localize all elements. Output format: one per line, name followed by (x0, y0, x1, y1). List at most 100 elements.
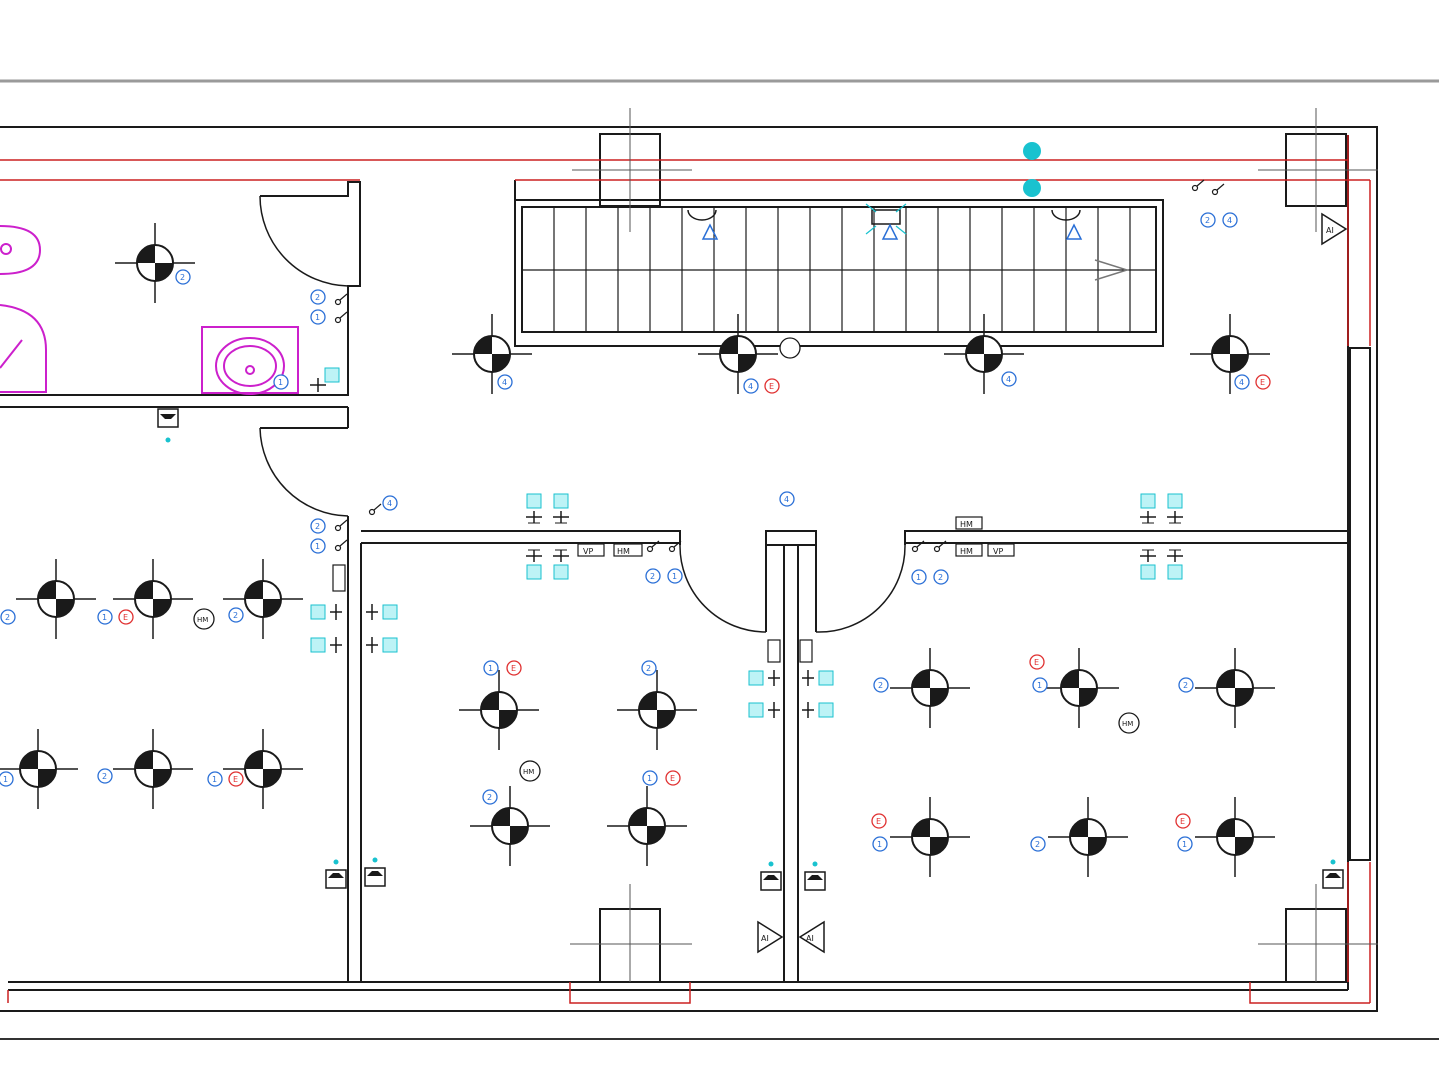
circuit-tag-blue: 4 (382, 495, 398, 511)
circuit-tag-blue: 2 (310, 518, 326, 534)
ceiling-light-icon (16, 559, 96, 639)
data-outlet-icon (1322, 859, 1344, 889)
data-outlet-icon (325, 859, 347, 889)
circuit-tag-blue: 2 (1030, 836, 1046, 852)
tag-label: 2 (102, 772, 107, 781)
ceiling-light-icon (113, 559, 193, 639)
ceiling-light-icon (459, 670, 539, 750)
ceiling-light-icon (223, 729, 303, 809)
tag-label: E (1034, 658, 1039, 667)
circuit-tag-blue: 2 (175, 269, 191, 285)
wall-switch-icon (1211, 183, 1225, 196)
socket-outlet-icon (310, 367, 340, 392)
wall-switch-icon (911, 540, 925, 553)
tag-label: 2 (315, 522, 320, 531)
tag-label: 2 (315, 293, 320, 302)
socket-outlet-icon (1167, 549, 1183, 580)
ceiling-light-icon (470, 786, 550, 866)
socket-outlet-icon (310, 637, 342, 653)
tag-label: E (123, 613, 128, 622)
hm-label: HM (617, 547, 630, 556)
circuit-tag-red: E (665, 770, 681, 786)
tag-label: E (1180, 817, 1185, 826)
tag-label: 1 (278, 378, 283, 387)
circuit-tag-blue: 4 (497, 374, 513, 390)
ceiling-light-icon (698, 314, 778, 394)
wall-switch-icon (334, 539, 348, 552)
tag-label: E (1260, 378, 1265, 387)
socket-outlet-icon (310, 604, 342, 620)
ceiling-light-icon (115, 223, 195, 303)
vp-label: VP (993, 547, 1003, 556)
ceiling-light-icon (0, 729, 78, 809)
tag-label: 2 (1205, 216, 1210, 225)
door-swing-icon (259, 195, 906, 633)
tag-label: 1 (1037, 681, 1042, 690)
tag-label: 1 (3, 775, 8, 784)
tag-label: E (233, 775, 238, 784)
socket-outlet-icon (748, 670, 780, 686)
tag-label: 2 (646, 664, 651, 673)
tag-label: 4 (748, 382, 753, 391)
data-outlet-icon (760, 861, 782, 891)
ai-label: AI (1326, 226, 1334, 235)
tag-label: 1 (488, 664, 493, 673)
ceiling-light-icon (452, 314, 532, 394)
ceiling-light-icon (890, 648, 970, 728)
wall-switch-icon (334, 311, 348, 324)
ceiling-light-icon (1190, 314, 1270, 394)
socket-outlet-icon (526, 493, 542, 524)
socket-outlet-icon (1167, 493, 1183, 524)
circuit-tag-red: E (1175, 813, 1191, 829)
socket-outlets (310, 367, 1183, 718)
circuit-tag-blue: 1 (911, 569, 927, 585)
circuit-tag-blue: 4 (1222, 212, 1238, 228)
tag-label: E (876, 817, 881, 826)
wall-switch-icon (1191, 179, 1205, 192)
circuit-tag-blue: 2 (310, 289, 326, 305)
wall-switch-icon (368, 503, 382, 516)
circuit-tag-blue: 2 (641, 660, 657, 676)
vp-label: VP (583, 547, 593, 556)
stair-direction-arrow (1094, 259, 1130, 281)
tag-label: 2 (938, 573, 943, 582)
circuit-tag-blue: 1 (97, 609, 113, 625)
hm-marker (779, 337, 801, 359)
ceiling-light-icon (223, 559, 303, 639)
data-outlet-icon (804, 861, 826, 891)
ceiling-lights (0, 223, 1275, 877)
tag-label: 1 (1182, 840, 1187, 849)
circuit-tag-blue: 1 (1032, 677, 1048, 693)
tag-label: 1 (315, 313, 320, 322)
tag-label: 1 (916, 573, 921, 582)
smoke-detector-icon (687, 209, 1081, 225)
tag-label: 2 (1035, 840, 1040, 849)
ceiling-light-icon (1039, 648, 1119, 728)
tag-label: 1 (647, 774, 652, 783)
wall-switch-icon (646, 540, 660, 553)
circuit-tag-blue: 1 (872, 836, 888, 852)
circuit-tag-red: E (506, 660, 522, 676)
circuit-tag-blue: 4 (743, 378, 759, 394)
data-outlet-icon (364, 857, 386, 887)
ceiling-light-icon (607, 786, 687, 866)
circuit-tag-blue: 1 (310, 309, 326, 325)
wall-panel-boxes (332, 516, 1015, 663)
circuit-tag-blue: 2 (933, 569, 949, 585)
tag-label: 4 (1227, 216, 1232, 225)
circuit-tag-blue: 1 (1177, 836, 1193, 852)
tag-label: 1 (212, 775, 217, 784)
data-outlets (157, 408, 1344, 891)
circuit-tag-blue: 1 (273, 374, 289, 390)
wall-switch-icon (668, 540, 682, 553)
circuit-tag-blue: 1 (667, 568, 683, 584)
tag-label: 4 (1239, 378, 1244, 387)
socket-outlet-icon (526, 549, 542, 580)
ceiling-light-icon (890, 797, 970, 877)
circuit-tag-red: E (118, 609, 134, 625)
tag-label: 1 (102, 613, 107, 622)
socket-outlet-icon (802, 702, 834, 718)
hm-label: HM (1122, 720, 1133, 728)
circuit-tag-red: E (1255, 374, 1271, 390)
tag-label: 2 (5, 613, 10, 622)
